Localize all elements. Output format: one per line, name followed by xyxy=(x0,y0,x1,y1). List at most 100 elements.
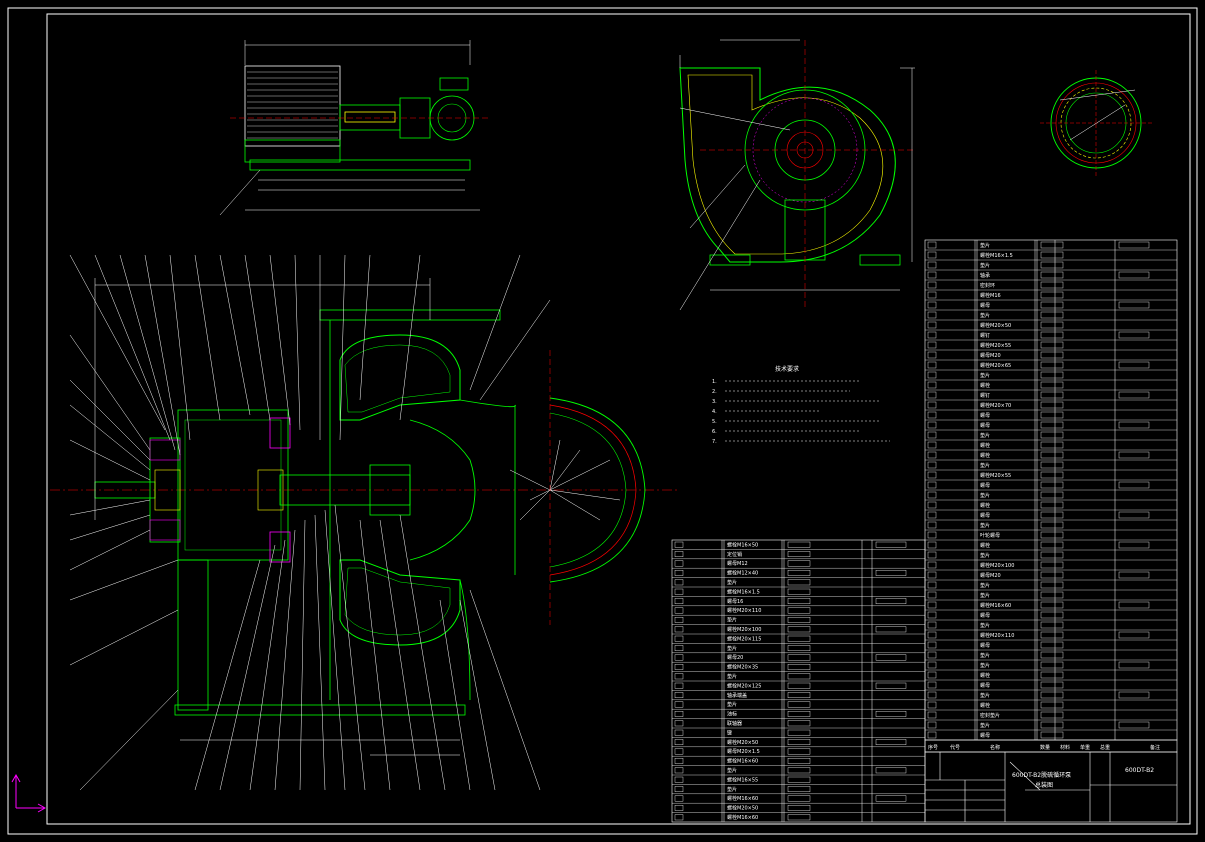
bom-row-name: 螺栓M16×50 xyxy=(727,541,758,548)
bom-row-name: 垫片 xyxy=(980,462,990,469)
bom-row-name: 螺栓 xyxy=(980,672,990,679)
bom-row-name: 垫片 xyxy=(980,652,990,659)
bom-header-row: 序号 代号 名称 数量 材料 单重 总重 备注 xyxy=(924,739,1178,753)
bom-table-right: 垫片螺栓M16×1.5垫片轴承密封环螺栓M16螺母垫片螺栓M20×50螺钉螺栓M… xyxy=(924,239,1178,741)
tech-req-line: 3. xyxy=(712,399,717,405)
bom-row-name: 垫片 xyxy=(980,692,990,699)
bom-row-name: 螺母M20 xyxy=(980,572,1001,579)
bom-row-name: 螺栓M16×1.5 xyxy=(980,252,1013,259)
bom-row-name: 螺栓M16×60 xyxy=(727,758,758,765)
bom-row-name: 螺母M20×1.5 xyxy=(727,748,760,755)
bom-row-name: 螺栓M20×125 xyxy=(727,682,761,689)
bom-row-name: 螺栓M20×35 xyxy=(727,664,758,671)
bom-row-name: 螺栓M16×60 xyxy=(980,602,1011,609)
bom-row-name: 螺栓 xyxy=(980,452,990,459)
tech-req-line: 4. xyxy=(712,409,717,415)
bom-row-name: 螺母16 xyxy=(727,598,743,605)
ucs-axis-icon xyxy=(11,773,47,813)
bom-row-name: 键 xyxy=(727,729,732,736)
drawing-subtitle: 总装图 xyxy=(1035,781,1053,789)
bom-row-name: 垫片 xyxy=(727,617,737,624)
bom-row-name: 螺母M20 xyxy=(980,352,1001,359)
bom-row-name: 螺母20 xyxy=(727,654,743,661)
inner-frame xyxy=(46,13,1191,825)
bom-row-name: 垫片 xyxy=(980,492,990,499)
bom-row-name: 垫片 xyxy=(980,372,990,379)
bom-row-name: 螺栓M16×60 xyxy=(727,814,758,821)
outer-frame xyxy=(7,7,1198,835)
bom-row-name: 螺母 xyxy=(980,612,990,619)
bom-row-name: 密封环 xyxy=(980,282,995,289)
bom-row-name: 螺栓M20×55 xyxy=(980,342,1011,349)
drawing-number: 600DT-B2 xyxy=(1125,767,1154,774)
volute-end-view xyxy=(679,39,915,311)
bom-header-cell: 总重 xyxy=(1100,744,1110,751)
bom-row-name: 垫片 xyxy=(727,786,737,793)
bom-row-name: 螺栓M20×50 xyxy=(980,322,1011,329)
tech-req-line: 6. xyxy=(712,429,717,435)
bom-row-name: 垫片 xyxy=(980,552,990,559)
bom-row-name: 螺母 xyxy=(980,422,990,429)
bom-row-name: 螺栓 xyxy=(980,702,990,709)
bom-row-name: 螺栓M16×60 xyxy=(727,795,758,802)
tech-req-title: 技术要求 xyxy=(775,365,799,373)
bom-row-name: 螺栓M20×110 xyxy=(980,632,1014,639)
bom-row-name: 螺母M12 xyxy=(727,560,748,567)
bom-row-name: 螺栓M20×65 xyxy=(980,362,1011,369)
bom-row-name: 螺钉 xyxy=(980,392,990,399)
bom-row-name: 垫片 xyxy=(980,522,990,529)
bom-header-cell: 数量 xyxy=(1040,744,1050,751)
bom-row-name: 螺栓M20×100 xyxy=(980,562,1014,569)
bom-row-name: 垫片 xyxy=(980,242,990,249)
bom-row-name: 垫片 xyxy=(980,262,990,269)
bom-row-name: 螺母 xyxy=(980,482,990,489)
bom-row-name: 螺栓M20×100 xyxy=(727,626,761,633)
bom-row-name: 螺栓 xyxy=(980,542,990,549)
bom-row-name: 垫片 xyxy=(727,645,737,652)
bom-row-name: 垫片 xyxy=(980,662,990,669)
bom-row-name: 垫片 xyxy=(980,722,990,729)
bom-row-name: 垫片 xyxy=(980,592,990,599)
bom-row-name: 螺栓M12×40 xyxy=(727,570,758,577)
bom-row-name: 螺母 xyxy=(980,642,990,649)
bom-row-name: 垫片 xyxy=(980,312,990,319)
bom-row-name: 定位销 xyxy=(727,551,742,558)
title-block xyxy=(924,751,1178,823)
bom-row-name: 垫片 xyxy=(727,701,737,708)
bom-row-name: 垫片 xyxy=(980,582,990,589)
bom-row-name: 密封垫片 xyxy=(980,712,1000,719)
tech-req-line: 1. xyxy=(712,379,717,385)
bom-row-name: 螺栓M16×1.5 xyxy=(727,588,760,595)
bom-row-name: 螺栓M20×70 xyxy=(980,402,1011,409)
bom-row-name: 螺栓 xyxy=(980,502,990,509)
bom-header-cell: 备注 xyxy=(1150,744,1160,751)
bom-row-name: 垫片 xyxy=(980,622,990,629)
flange-detail-view xyxy=(1040,70,1152,176)
bom-row-name: 螺钉 xyxy=(980,332,990,339)
bom-header-cell: 名称 xyxy=(990,744,1000,751)
bom-header-cell: 序号 xyxy=(928,744,938,751)
bom-row-name: 螺母 xyxy=(980,412,990,419)
technical-requirements: 技术要求 1. 2. 3. 4. 5. 6. 7. xyxy=(712,365,890,445)
bom-row-name: 螺母 xyxy=(980,512,990,519)
bom-row-name: 螺栓 xyxy=(980,442,990,449)
bom-row-name: 螺母 xyxy=(980,682,990,689)
bom-row-name: 联轴器 xyxy=(727,720,742,727)
bom-row-name: 螺栓M20×55 xyxy=(980,472,1011,479)
drawing-title: 600DT-B2脱硫循环泵 xyxy=(1012,771,1071,779)
main-section-view xyxy=(50,254,680,791)
bom-header-cell: 单重 xyxy=(1080,744,1090,751)
bom-row-name: 螺栓 xyxy=(980,382,990,389)
bom-header-cell: 代号 xyxy=(950,744,960,751)
bom-row-name: 轴承 xyxy=(980,272,990,279)
tech-req-line: 5. xyxy=(712,419,717,425)
bom-row-name: 油标 xyxy=(727,711,737,718)
bom-row-name: 垫片 xyxy=(727,767,737,774)
bom-row-name: 轴承端盖 xyxy=(727,692,747,699)
tech-req-line: 2. xyxy=(712,389,717,395)
bom-row-name: 螺栓M16×55 xyxy=(727,776,758,783)
bom-row-name: 螺栓M20×50 xyxy=(727,805,758,812)
bom-row-name: 螺栓M20×50 xyxy=(727,739,758,746)
bom-row-name: 垫片 xyxy=(727,673,737,680)
